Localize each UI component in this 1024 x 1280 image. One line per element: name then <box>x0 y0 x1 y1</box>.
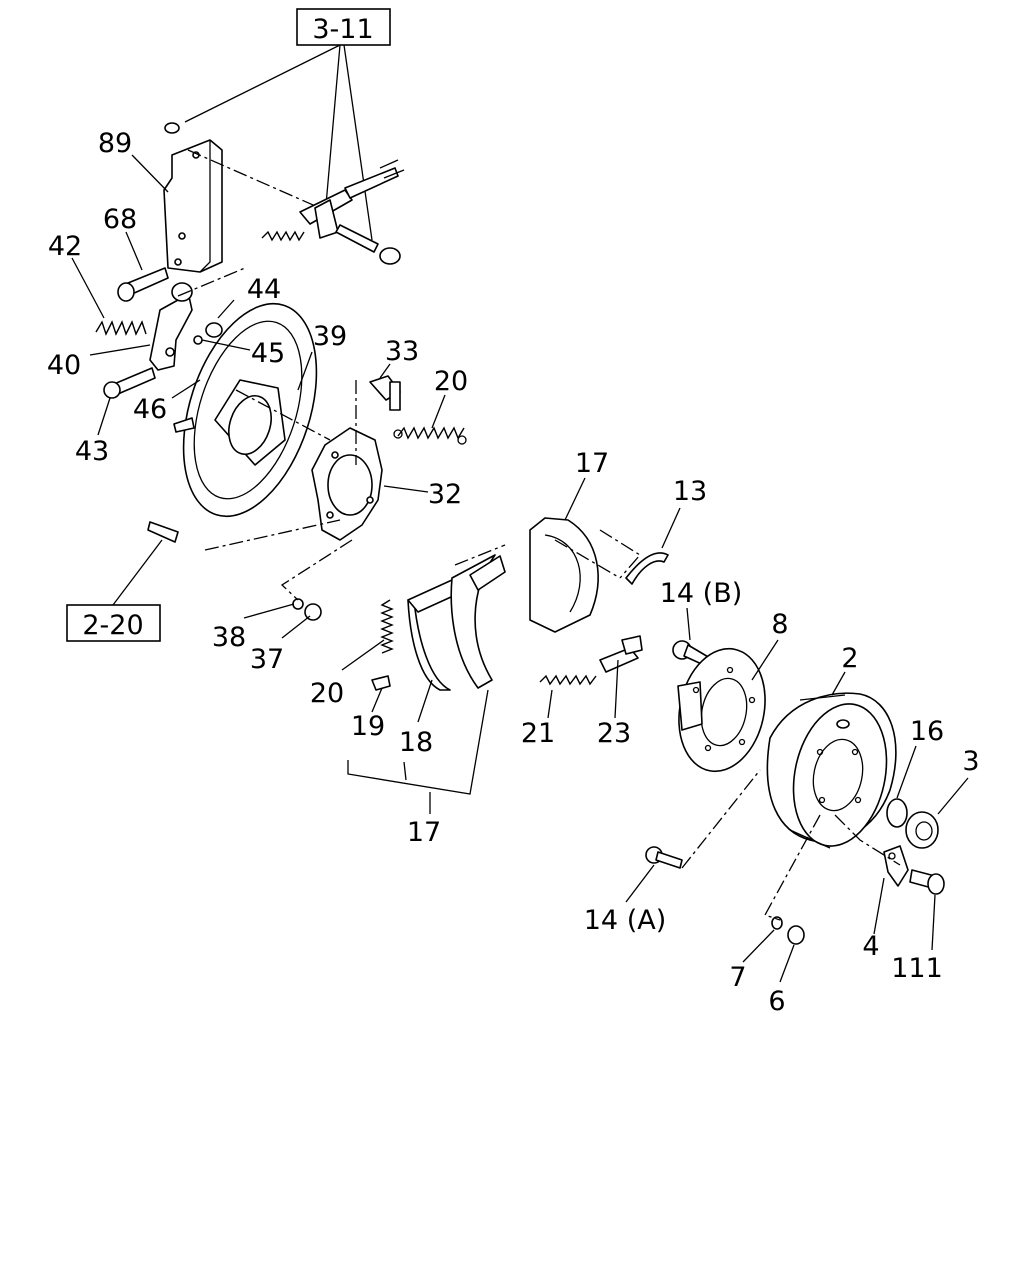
callout-19: 19 <box>351 711 385 742</box>
callout-40: 40 <box>47 350 81 381</box>
callout-13: 13 <box>673 476 707 507</box>
callout-2: 2 <box>841 643 858 674</box>
part-8-hub[interactable] <box>668 641 776 780</box>
callout-32: 32 <box>428 479 462 510</box>
part-40-lever[interactable] <box>149 282 193 371</box>
callout-14b: 14 (B) <box>660 578 743 609</box>
callout-111: 111 <box>891 953 943 984</box>
callout-8: 8 <box>771 609 788 640</box>
part-cable[interactable] <box>187 149 405 242</box>
callout-43: 43 <box>75 436 109 467</box>
part-13-spring[interactable] <box>625 552 669 585</box>
callout-45: 45 <box>251 338 285 369</box>
part-stud[interactable] <box>173 417 195 433</box>
part-3-nut[interactable] <box>905 811 939 849</box>
part-68-bolt[interactable] <box>117 267 169 302</box>
reference-box-2-20[interactable]: 2-20 <box>66 604 161 642</box>
callout-33: 33 <box>385 336 419 367</box>
part-20-spring-lower[interactable] <box>380 599 394 654</box>
part-bolt-3-11[interactable] <box>335 224 401 265</box>
part-42-spring[interactable] <box>95 320 147 336</box>
reference-box-3-11[interactable]: 3-11 <box>296 8 391 46</box>
part-32-anchor-plate[interactable] <box>311 427 383 541</box>
callout-18: 18 <box>399 727 433 758</box>
callout-labels: 89 68 42 44 40 45 39 33 20 46 43 32 17 1… <box>47 128 980 1017</box>
callout-39: 39 <box>313 321 347 352</box>
callout-89: 89 <box>98 128 132 159</box>
callout-4: 4 <box>862 931 879 962</box>
part-2-drum[interactable] <box>766 692 899 855</box>
reference-leaders-3-11 <box>184 44 373 241</box>
callout-3: 3 <box>962 746 979 777</box>
part-23-adjuster[interactable] <box>599 635 643 673</box>
callout-6: 6 <box>768 986 785 1017</box>
part-111-bolt[interactable] <box>909 869 945 895</box>
part-20-spring-upper[interactable] <box>393 426 467 445</box>
part-2-20-stud[interactable] <box>147 521 179 543</box>
part-nut-top[interactable] <box>164 122 180 134</box>
center-lines <box>177 267 901 921</box>
callout-17-lower: 17 <box>407 817 441 848</box>
reference-label-2-20: 2-20 <box>82 610 143 641</box>
part-33-pin[interactable] <box>369 375 401 411</box>
part-44-nut[interactable] <box>205 322 223 338</box>
callout-20-upper: 20 <box>434 366 468 397</box>
callout-37: 37 <box>250 644 284 675</box>
callout-20-lower: 20 <box>310 678 344 709</box>
part-45-washer[interactable] <box>193 335 203 345</box>
callout-46: 46 <box>133 394 167 425</box>
part-6-nut[interactable] <box>787 925 805 945</box>
part-17-shoe-upper[interactable] <box>529 517 599 633</box>
callout-38: 38 <box>212 622 246 653</box>
callout-23: 23 <box>597 718 631 749</box>
leader-lines <box>71 154 969 983</box>
part-16-ring[interactable] <box>886 798 908 828</box>
callout-14a: 14 (A) <box>584 905 666 936</box>
part-89-bracket[interactable] <box>163 139 223 273</box>
part-39-backing-plate[interactable] <box>159 287 341 533</box>
part-38-washer[interactable] <box>292 598 304 610</box>
callout-21: 21 <box>521 718 555 749</box>
part-19-pin[interactable] <box>371 675 391 691</box>
callout-7: 7 <box>729 962 746 993</box>
part-43-bolt[interactable] <box>103 367 156 399</box>
callout-17-upper: 17 <box>575 448 609 479</box>
part-14a-bolt[interactable] <box>645 846 683 869</box>
part-18-lining[interactable] <box>407 579 463 691</box>
part-17-shoe-lower[interactable] <box>450 554 506 689</box>
callout-68: 68 <box>103 204 137 235</box>
part-4-clip[interactable] <box>883 845 909 887</box>
reference-label-3-11: 3-11 <box>312 14 373 45</box>
part-21-spring[interactable] <box>539 674 597 686</box>
callout-16: 16 <box>910 716 944 747</box>
callout-44: 44 <box>247 274 281 305</box>
callout-42: 42 <box>48 231 82 262</box>
